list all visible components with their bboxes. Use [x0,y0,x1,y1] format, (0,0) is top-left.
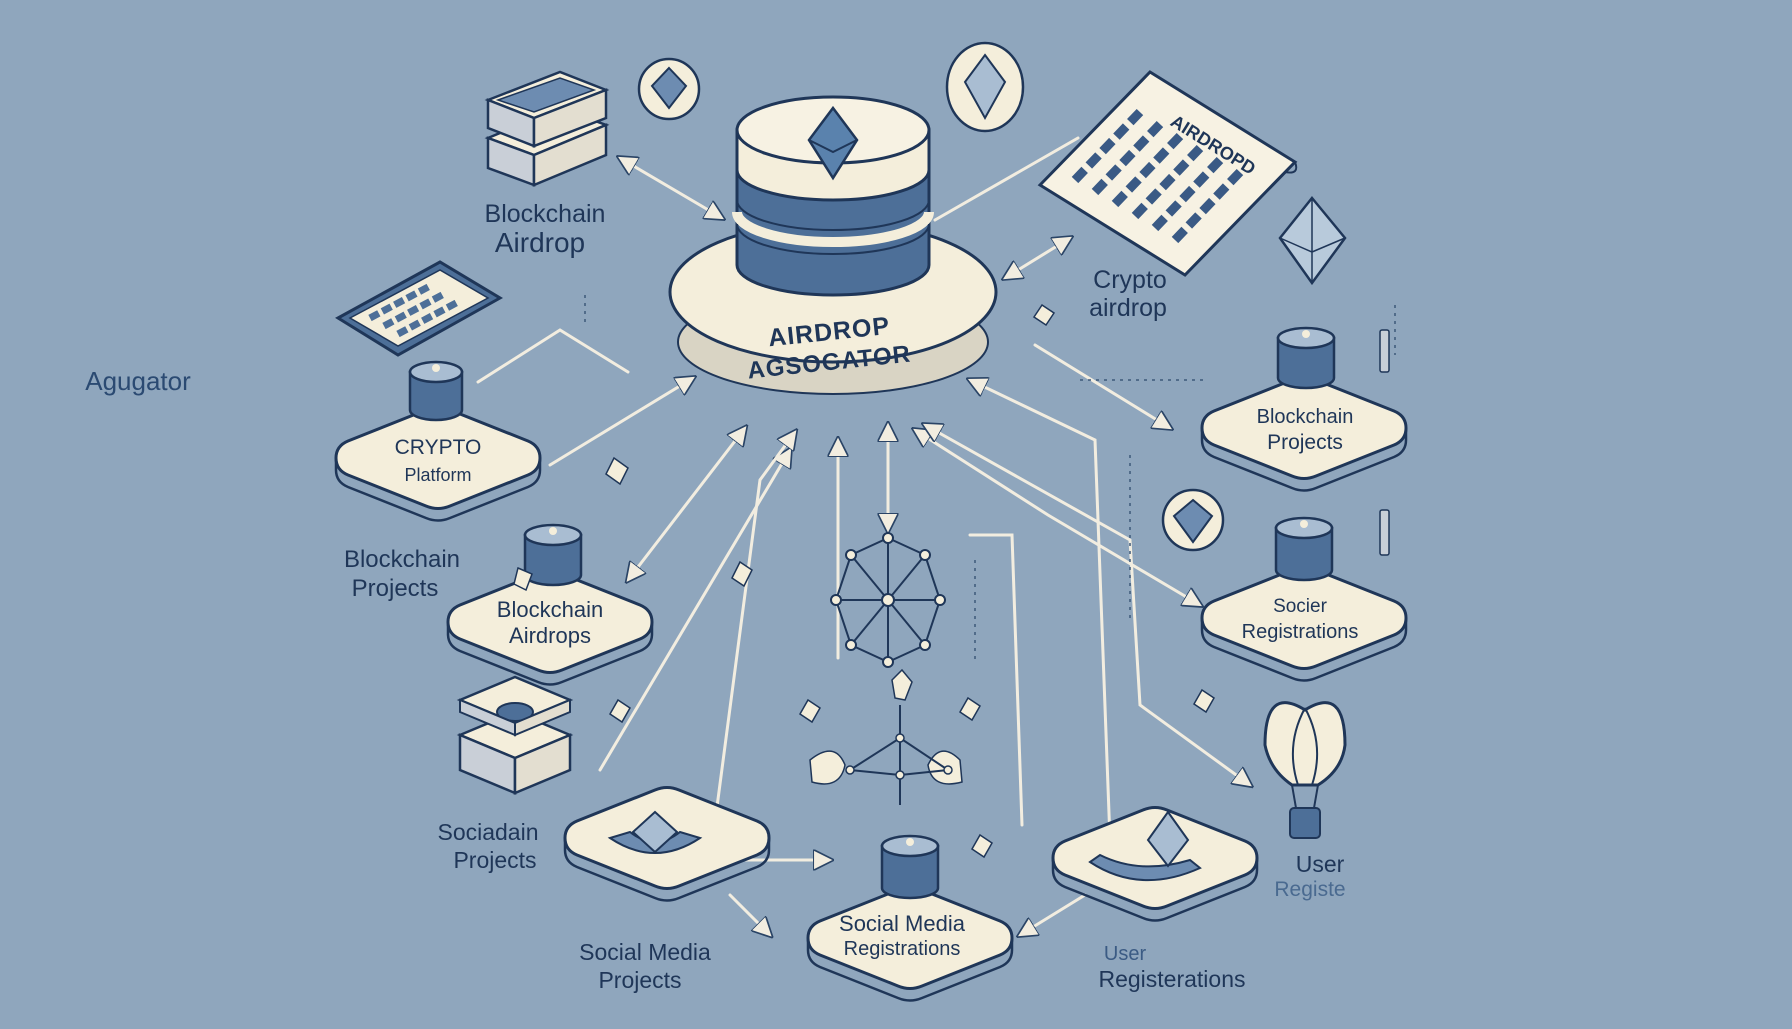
svg-text:CRYPTO: CRYPTO [395,436,482,459]
svg-text:Projects: Projects [598,967,681,993]
svg-text:Projects: Projects [1267,431,1343,454]
svg-text:Registerations: Registerations [1098,966,1245,992]
svg-text:Sociadain: Sociadain [437,819,538,845]
arrow-hub-to-blockchain-airdrops [628,428,745,580]
arrow-hub-down-left [708,432,830,860]
tile-social-media-registrations: Social Media Registrations [806,834,1014,1002]
tile-user-diamond [1051,806,1259,922]
mobile-phone-icon [335,260,503,357]
svg-text:Blockchain: Blockchain [485,200,606,228]
ethereum-diamond-icon [807,105,859,181]
svg-text:airdrop: airdrop [1089,294,1167,322]
label-blockchain-airdrop: Blockchain Airdrop [485,200,606,258]
ornament-network-icon [809,668,963,805]
hub-platform: AIRDROP AGSOGATOR [668,95,998,395]
label-socialain-projects: Sociadain Projects [437,819,538,873]
svg-text:Blockchain: Blockchain [344,546,460,573]
label-user-registe: User Registe [1274,851,1345,901]
oval-diamond-icon [945,41,1025,133]
coin-diamond-icon [637,57,701,121]
balloon-icon [1263,701,1347,839]
airdrop-document-icon: AIRDROPD [1037,70,1298,277]
hardware-server-icon [456,675,574,795]
arrow-hub-to-balloon [925,425,1250,785]
arrow-user-reg-to-social-media-reg [1020,893,1087,935]
tile-socialain-diamond [563,786,771,902]
arrow-hub-to-blockchain-projects-right [1033,343,1170,428]
svg-text:Platform: Platform [404,465,471,485]
tile-social-registrations: Socier Registrations [1200,516,1408,682]
arrow-hub-to-user-registerations [970,380,1112,842]
svg-text:Blockchain: Blockchain [1257,406,1354,428]
svg-text:Airdrop: Airdrop [495,227,585,258]
arrow-hub-to-social-registrations [915,430,1200,605]
tile-blockchain-projects-right: Blockchain Projects [1200,326,1408,492]
svg-text:Registrations: Registrations [1242,621,1359,643]
dotted-guides [584,295,1396,660]
label-agugator: Agugator [85,366,191,396]
svg-text:Socier: Socier [1273,596,1328,617]
svg-text:User: User [1104,943,1147,965]
small-markers [513,303,1390,859]
network-wheel-icon [830,532,946,668]
label-crypto-airdrop: Crypto airdrop [1089,266,1167,322]
arrow-hub-to-blockchain-airdrop [620,158,722,218]
tile-blockchain-airdrops: Blockchain Airdrops [446,523,654,686]
tile-crypto-platform: CRYPTO Platform [334,360,542,522]
coin-diamond-right-icon [1161,488,1225,552]
svg-text:Social Media: Social Media [579,939,711,965]
diamond-outline-icon [1278,196,1347,286]
label-blockchain-projects-left: Blockchain Projects [344,546,460,602]
svg-text:Airdrops: Airdrops [509,623,591,648]
label-user-registerations: User Registerations [1098,943,1245,992]
svg-text:Projects: Projects [453,847,536,873]
svg-text:Social Media: Social Media [839,911,966,936]
svg-text:Projects: Projects [352,575,439,602]
svg-text:Registrations: Registrations [844,938,961,960]
line-network-right-bracket [968,533,1024,827]
arrow-socialain-to-social-media-projects [728,893,770,935]
arrow-crypto-platform-bend [476,328,630,384]
server-stack-icon [484,70,610,187]
svg-text:Crypto: Crypto [1093,266,1167,294]
connector-arrows [476,136,1250,935]
label-social-media-projects: Social Media Projects [579,939,711,993]
svg-text:Registe: Registe [1274,878,1345,901]
arrow-crypto-platform-to-hub [548,378,693,467]
svg-text:Blockchain: Blockchain [497,597,603,622]
arrow-hub-to-crypto-airdrop [1005,238,1070,278]
arrow-hub-to-document [933,136,1080,222]
svg-text:User: User [1296,851,1345,877]
